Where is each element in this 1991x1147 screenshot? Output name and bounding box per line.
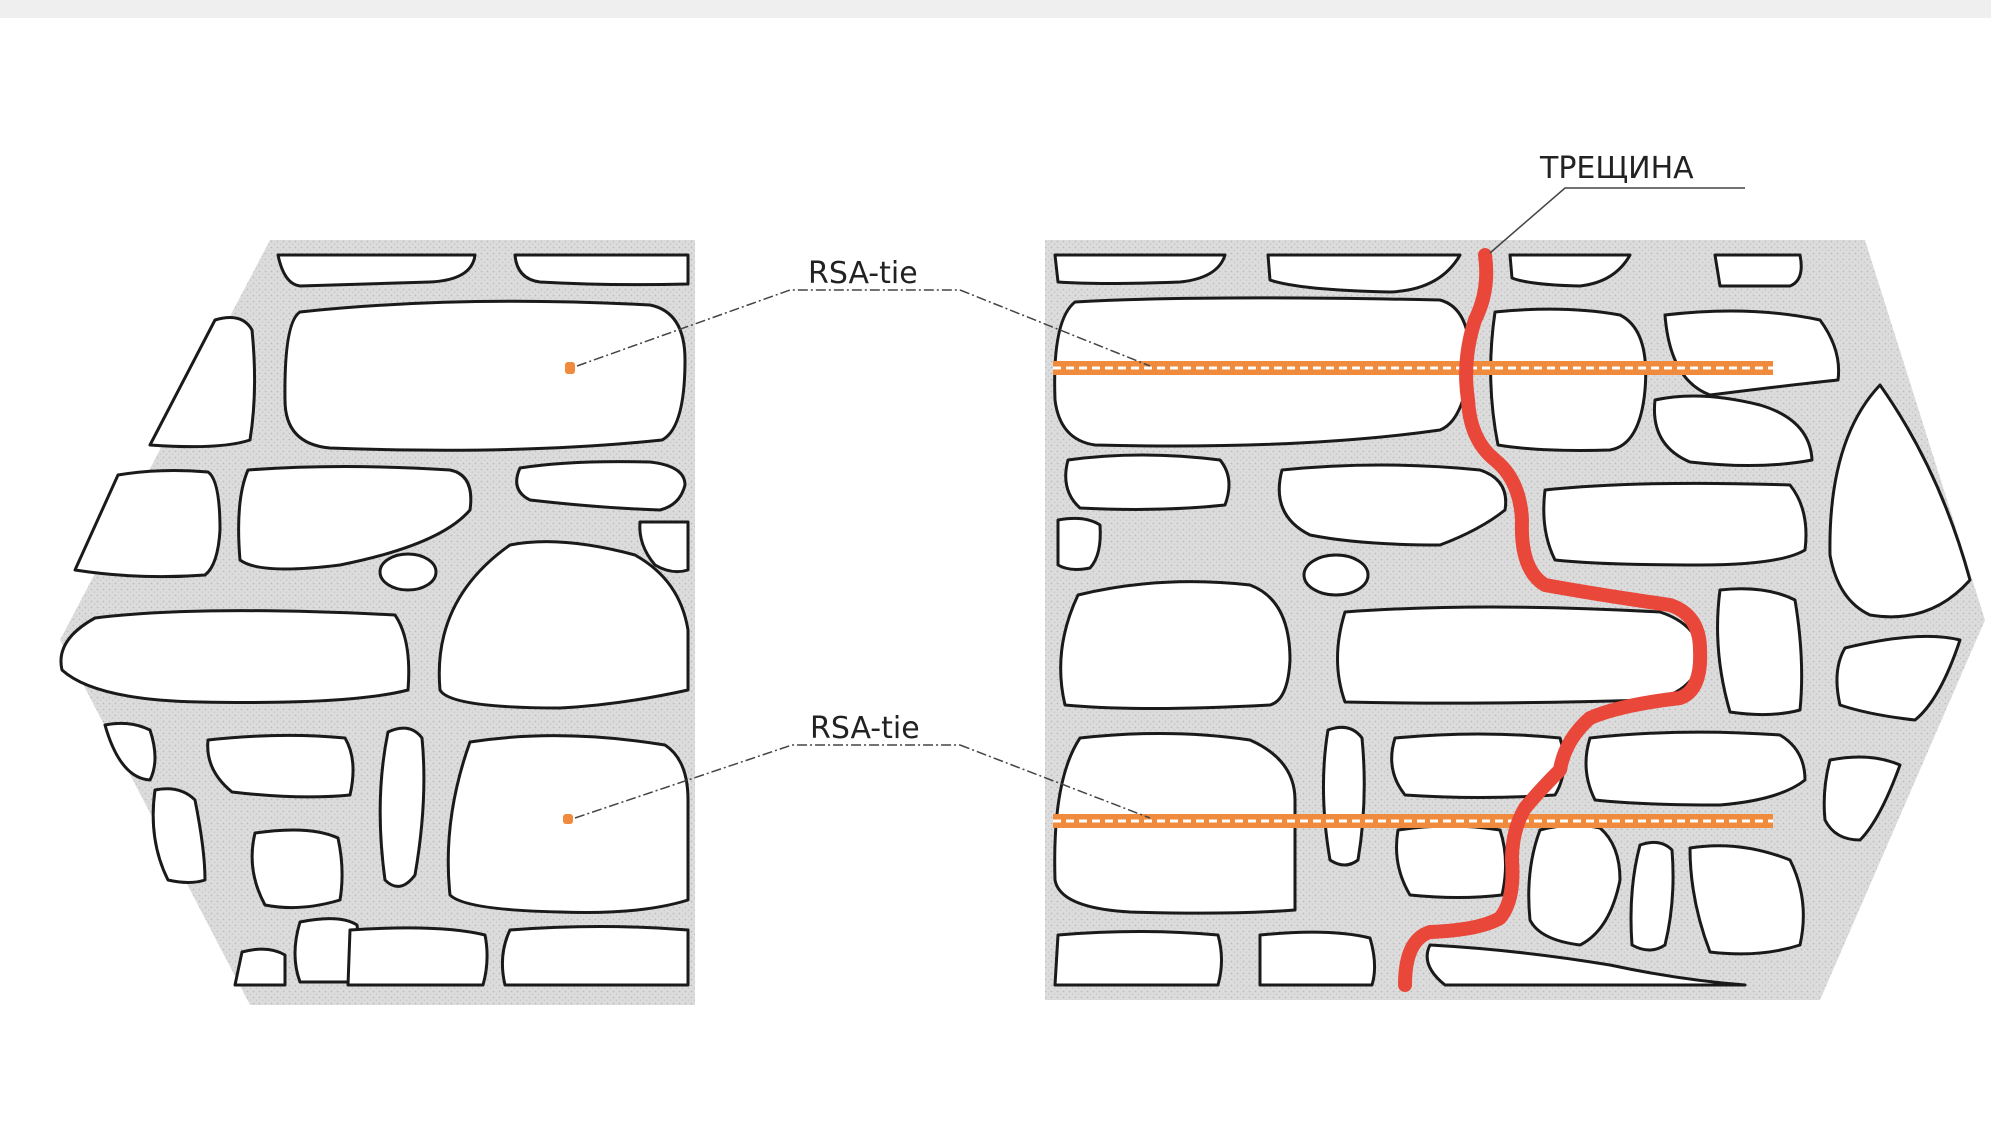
right-tie-lower-bar — [1053, 814, 1773, 828]
stone — [1718, 589, 1802, 715]
stone — [61, 611, 409, 703]
stone — [1715, 255, 1801, 286]
stone — [502, 927, 688, 986]
stone — [517, 462, 685, 510]
right-wall-section — [1045, 240, 1985, 1000]
stone — [1058, 518, 1100, 569]
stone — [380, 554, 436, 590]
stone — [1491, 309, 1646, 450]
right-tie-upper-bar — [1053, 361, 1773, 375]
stone — [1061, 582, 1290, 709]
stone — [150, 318, 255, 447]
stone — [1690, 846, 1803, 954]
stone — [105, 723, 155, 780]
stone — [278, 255, 475, 286]
left-wall-section — [60, 240, 695, 1005]
stone — [285, 301, 685, 450]
label-crack: ТРЕЩИНА — [1539, 151, 1694, 186]
stone — [1055, 255, 1225, 284]
stone — [208, 735, 353, 796]
stone — [1631, 842, 1673, 950]
stone — [1338, 607, 1703, 703]
stone — [235, 949, 285, 985]
left-tie-upper-dot — [565, 362, 575, 374]
stone — [1304, 555, 1368, 595]
label-tie-upper: RSA-tie — [808, 256, 918, 291]
stone — [348, 928, 487, 985]
stone — [1397, 826, 1506, 898]
stone — [1055, 932, 1222, 986]
stone — [1323, 727, 1364, 865]
stone — [380, 728, 424, 886]
stone — [1260, 932, 1375, 985]
stone — [1665, 311, 1839, 395]
left-tie-lower-dot — [563, 814, 573, 824]
stone — [448, 736, 688, 913]
stone — [515, 255, 688, 285]
stone — [1066, 455, 1229, 509]
stone — [252, 830, 342, 908]
stone — [75, 471, 220, 577]
stone — [1544, 483, 1806, 565]
stone — [1586, 732, 1805, 805]
label-tie-lower: RSA-tie — [810, 711, 920, 746]
